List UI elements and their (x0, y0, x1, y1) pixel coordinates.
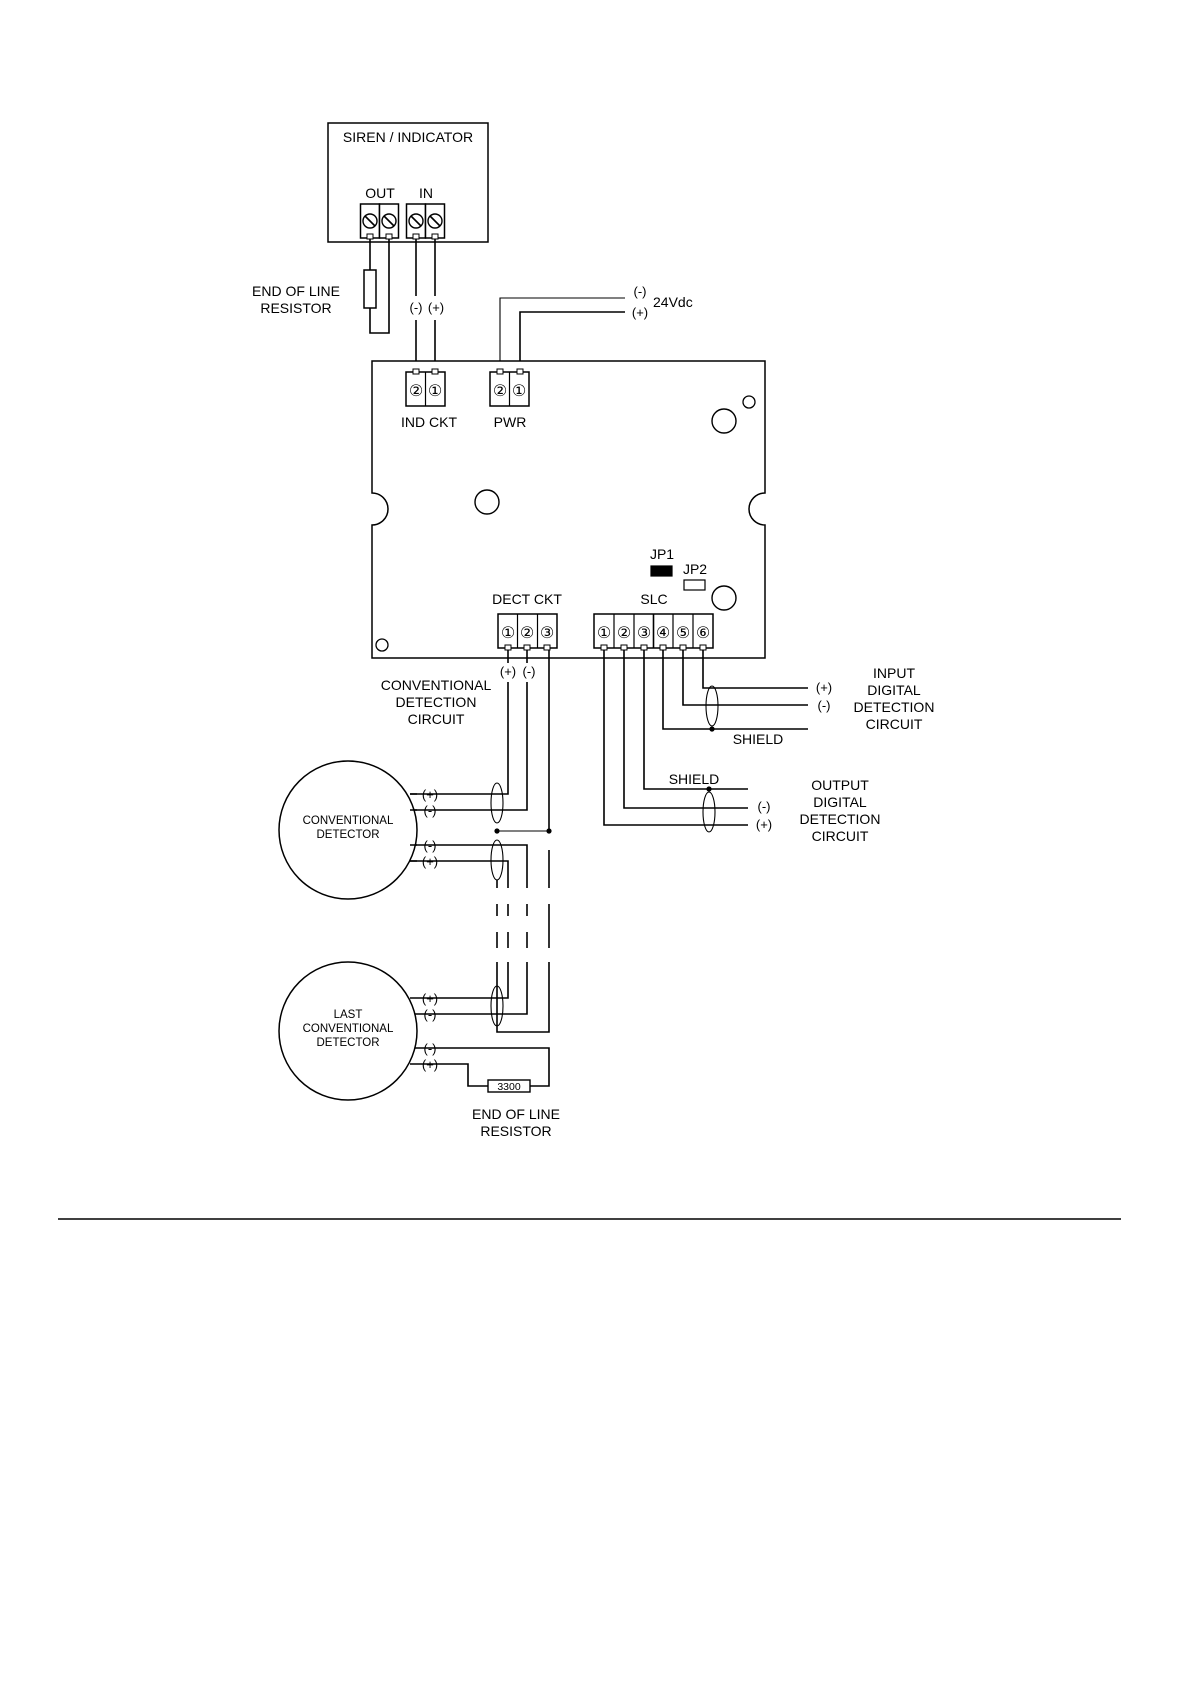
dect-wiring: (+) (-) (410, 650, 552, 1087)
input-pos-label: (+) (816, 680, 832, 695)
siren-in-screw-1 (405, 203, 427, 239)
dect-ckt-label: DECT CKT (492, 591, 562, 607)
detector1-line1: CONVENTIONAL (303, 815, 394, 827)
dect-term-3: ③ (540, 625, 554, 642)
power-neg-label: (-) (634, 284, 647, 299)
dect-neg-label: (-) (523, 664, 536, 679)
conv-circuit-line2: DETECTION (396, 694, 477, 710)
siren-indicator: SIREN / INDICATOR OUT IN (327, 122, 489, 243)
dect-term-1: ① (501, 625, 515, 642)
input-line3: DETECTION (854, 699, 935, 715)
output-shield-label: SHIELD (669, 771, 720, 787)
siren-out-label: OUT (365, 185, 395, 201)
siren-out-screw-2 (378, 203, 400, 239)
output-neg-label: (-) (758, 799, 771, 814)
conv-circuit-line3: CIRCUIT (408, 711, 465, 727)
jp1-jumper (650, 565, 673, 577)
slc-term-2: ② (617, 625, 631, 642)
siren-out-screw-1 (359, 203, 381, 239)
power-pos-label: (+) (632, 305, 648, 320)
detector1-in-neg: (-) (424, 803, 437, 818)
ind-wires: (-) (+) (410, 239, 444, 372)
siren-in-label: IN (419, 185, 433, 201)
conv-circuit-line1: CONVENTIONAL (381, 677, 492, 693)
input-shield-label: SHIELD (733, 731, 784, 747)
control-board: ② ① IND CKT ② ① PWR JP1 JP2 DECT CKT ① (371, 360, 766, 659)
slc-term-3: ③ (637, 625, 651, 642)
detector1-line2: DETECTOR (316, 829, 379, 841)
output-line1: OUTPUT (811, 777, 869, 793)
detector2-line1: LAST (334, 1009, 363, 1021)
eol-top-line2: RESISTOR (260, 300, 331, 316)
ind-ckt-terminal: ② ① (405, 368, 446, 407)
detector2-in-pos: (+) (422, 991, 438, 1006)
input-line1: INPUT (873, 665, 915, 681)
slc-output-wiring: SHIELD (-) (+) OUTPUT DIGITAL DETECTION … (603, 650, 881, 844)
eol-bottom-value: 3300 (497, 1081, 521, 1093)
dect-pos-label: (+) (500, 664, 516, 679)
power-wires: (-) (+) 24Vdc (499, 284, 693, 372)
conventional-detector: CONVENTIONAL DETECTOR (+) (-) (-) (+) (278, 760, 438, 900)
last-conventional-detector: LAST CONVENTIONAL DETECTOR (+) (-) (-) (… (278, 961, 438, 1101)
slc-term-5: ⑤ (676, 625, 690, 642)
pwr-term-1: ① (512, 383, 526, 400)
eol-top-line1: END OF LINE (252, 283, 340, 299)
eol-resistor-top: END OF LINE RESISTOR (252, 239, 390, 334)
ind-neg-label: (-) (410, 300, 423, 315)
slc-term-6: ⑥ (696, 625, 710, 642)
output-line2: DIGITAL (813, 794, 867, 810)
siren-in-screw-2 (424, 203, 446, 239)
jp2-label: JP2 (683, 561, 707, 577)
jp2-jumper (683, 579, 706, 591)
slc-term-4: ④ (656, 625, 670, 642)
pwr-label: PWR (494, 414, 527, 430)
detector2-line3: DETECTOR (316, 1037, 379, 1049)
detector1-out-pos: (+) (422, 854, 438, 869)
slc-terminal: ① ② ③ ④ ⑤ ⑥ (593, 613, 714, 651)
input-line4: CIRCUIT (866, 716, 923, 732)
ind-ckt-term-2: ② (409, 383, 423, 400)
jp1-label: JP1 (650, 546, 674, 562)
siren-title: SIREN / INDICATOR (343, 129, 473, 145)
pwr-term-2: ② (493, 383, 507, 400)
ind-pos-label: (+) (428, 300, 444, 315)
slc-input-wiring: (+) (-) SHIELD INPUT DIGITAL DETECTION C… (662, 650, 935, 747)
output-line3: DETECTION (800, 811, 881, 827)
output-pos-label: (+) (756, 817, 772, 832)
input-neg-label: (-) (818, 698, 831, 713)
ind-ckt-label: IND CKT (401, 414, 457, 430)
power-voltage-label: 24Vdc (653, 294, 693, 310)
detector1-in-pos: (+) (422, 787, 438, 802)
detector2-in-neg: (-) (424, 1007, 437, 1022)
detector2-line2: CONVENTIONAL (303, 1023, 394, 1035)
detector2-out-pos: (+) (422, 1057, 438, 1072)
slc-term-1: ① (597, 625, 611, 642)
eol-bottom-line1: END OF LINE (472, 1106, 560, 1122)
pwr-terminal: ② ① (489, 368, 530, 407)
input-line2: DIGITAL (867, 682, 921, 698)
dect-ckt-terminal: ① ② ③ (497, 613, 558, 651)
dect-term-2: ② (520, 625, 534, 642)
ind-ckt-term-1: ① (428, 383, 442, 400)
eol-bottom-line2: RESISTOR (480, 1123, 551, 1139)
output-line4: CIRCUIT (812, 828, 869, 844)
detector2-out-neg: (-) (424, 1041, 437, 1056)
slc-label: SLC (640, 591, 667, 607)
eol-resistor-bottom: 3300 END OF LINE RESISTOR (472, 1079, 560, 1139)
detector1-out-neg: (-) (424, 838, 437, 853)
